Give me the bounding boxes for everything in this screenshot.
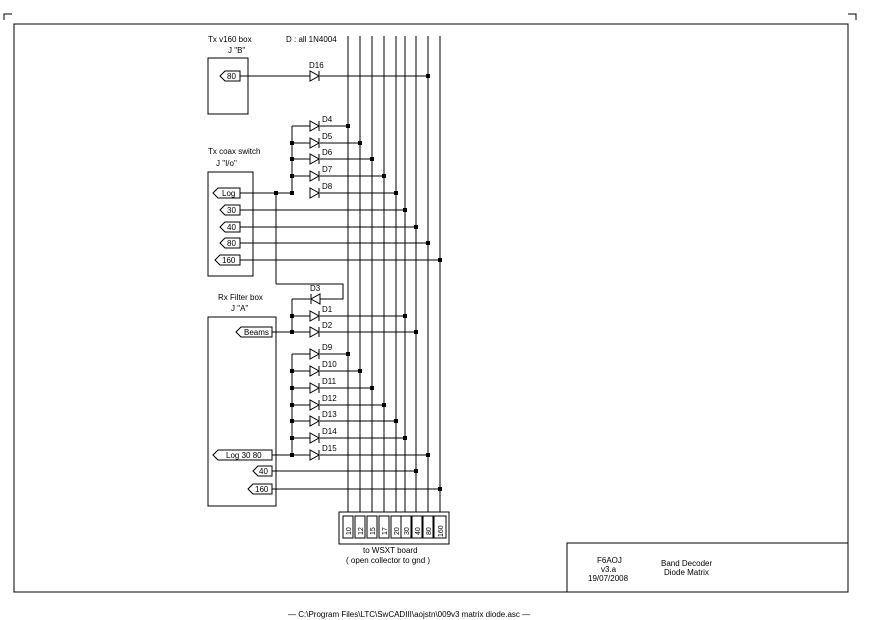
port-a-160-label: 160 (255, 485, 269, 494)
port-a-40-label: 40 (259, 467, 268, 476)
title-date: 19/07/2008 (588, 574, 629, 583)
drawing-frame (13, 23, 849, 593)
tx-coax-box-title: Tx coax switch (208, 147, 260, 156)
port-io-160: 160 (214, 254, 241, 266)
diode-d1: D1 (309, 305, 333, 322)
title-line-2: Diode Matrix (664, 568, 709, 577)
port-b-80-label: 80 (227, 72, 236, 81)
diode-d2: D2 (309, 321, 333, 338)
diode-d1-label: D1 (322, 305, 333, 314)
bus-label-30: 30 (404, 527, 411, 535)
port-b-80: 80 (219, 70, 241, 82)
title-line-1: Band Decoder (661, 559, 712, 568)
rx-filter-box-outline (207, 316, 277, 507)
port-a-160: 160 (247, 483, 273, 495)
diode-d6: D6 (309, 148, 333, 165)
diode-d16-label: D16 (309, 61, 324, 70)
diode-d10: D10 (309, 360, 337, 377)
bus-label-15: 15 (370, 527, 377, 535)
diode-d12-label: D12 (322, 394, 337, 403)
diode-d4-label: D4 (322, 115, 333, 124)
diode-d3: D3 (309, 284, 321, 305)
diode-d8: D8 (309, 182, 333, 199)
diode-d4: D4 (309, 115, 333, 132)
diode-d15-label: D15 (322, 444, 337, 453)
tx-v160-box: Tx v160 box J "B" (207, 35, 252, 115)
port-io-30-label: 30 (227, 206, 236, 215)
diode-d16: D16 (309, 61, 324, 82)
diode-d5: D5 (309, 132, 333, 149)
diode-d11: D11 (309, 377, 337, 394)
tx-coax-box-connector: J "I/o" (216, 159, 237, 168)
junction-dots (274, 74, 442, 491)
diode-d7-label: D7 (322, 165, 333, 174)
diode-d11-label: D11 (322, 377, 337, 386)
diode-d14: D14 (309, 427, 337, 444)
rx-filter-box: Rx Filter box J "A" (207, 293, 277, 507)
port-io-30: 30 (219, 204, 241, 216)
diode-d14-label: D14 (322, 427, 337, 436)
rx-filter-box-connector: J "A" (231, 304, 248, 313)
diode-d12: D12 (309, 394, 337, 411)
bus-caption-1: to WSXT board (363, 546, 418, 555)
title-version: v3.a (601, 565, 617, 574)
port-io-40: 40 (219, 221, 241, 233)
bus-caption-2: ( open collector to gnd ) (346, 556, 430, 565)
wires-tx-coax (240, 125, 440, 300)
port-io-log-label: Log (222, 189, 235, 198)
diode-d13-label: D13 (322, 410, 337, 419)
bus-label-160: 160 (438, 525, 445, 537)
diode-type-note: D : all 1N4004 (286, 35, 337, 44)
diode-d9-label: D9 (322, 343, 333, 352)
diode-d10-label: D10 (322, 360, 337, 369)
tx-v160-box-title: Tx v160 box (208, 35, 252, 44)
output-bus (347, 36, 441, 512)
diode-d3-label: D3 (310, 284, 321, 293)
port-a-beams: Beams (235, 326, 273, 338)
diode-d7: D7 (309, 165, 333, 182)
diode-d5-label: D5 (322, 132, 333, 141)
diode-d15: D15 (309, 444, 337, 461)
bus-label-40: 40 (415, 527, 422, 535)
file-path-footer: — C:\Program Files\LTC\SwCADIII\aojstn\0… (288, 610, 530, 619)
diode-d9: D9 (309, 343, 333, 360)
title-block: F6AOJ v3.a 19/07/2008 Band Decoder Diode… (566, 542, 848, 592)
diode-d8-label: D8 (322, 182, 333, 191)
port-io-40-label: 40 (227, 223, 236, 232)
port-io-80: 80 (219, 237, 241, 249)
port-a-40: 40 (252, 465, 273, 477)
wires-rx-filter (272, 298, 440, 490)
bus-label-10: 10 (346, 527, 353, 535)
bus-label-80: 80 (426, 527, 433, 535)
tx-v160-box-outline (207, 57, 249, 115)
tx-v160-box-connector: J "B" (228, 46, 245, 55)
port-io-log: Log (212, 187, 241, 199)
tx-coax-box-outline (207, 171, 254, 277)
port-io-160-label: 160 (222, 256, 236, 265)
rx-filter-box-title: Rx Filter box (218, 293, 263, 302)
bus-label-17: 17 (382, 527, 389, 535)
port-a-log: Log 30 80 (212, 449, 273, 461)
diode-d2-label: D2 (322, 321, 333, 330)
port-a-beams-label: Beams (244, 328, 269, 337)
diode-d6-label: D6 (322, 148, 333, 157)
port-a-log-label: Log 30 80 (226, 451, 262, 460)
bus-connector: 10 12 15 17 20 30 40 80 160 to WSXT boar… (338, 511, 450, 565)
bus-connector-outline (338, 511, 450, 545)
bus-label-20: 20 (394, 527, 401, 535)
tx-coax-box: Tx coax switch J "I/o" (207, 147, 260, 277)
bus-label-12: 12 (358, 527, 365, 535)
port-io-80-label: 80 (227, 239, 236, 248)
title-author: F6AOJ (597, 556, 622, 565)
corner-marks (3, 13, 857, 20)
diode-d13: D13 (309, 410, 337, 427)
